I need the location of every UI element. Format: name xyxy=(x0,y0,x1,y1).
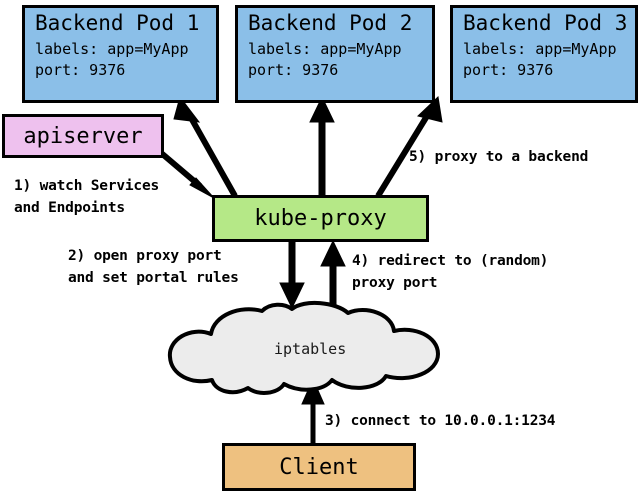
step-3-annotation: 3) connect to 10.0.0.1:1234 xyxy=(325,413,556,429)
backend-pod-1-details: labels: app=MyApp port: 9376 xyxy=(35,39,216,81)
backend-pod-1-labels: labels: app=MyApp xyxy=(35,40,189,58)
backend-pod-3-details: labels: app=MyApp port: 9376 xyxy=(463,39,635,81)
step-1-annotation-line1: 1) watch Services xyxy=(14,178,160,194)
backend-pod-3-port: port: 9376 xyxy=(463,61,554,79)
iptables-label: iptables xyxy=(274,340,347,358)
step-4-annotation-line2: proxy port xyxy=(352,275,438,291)
client-box[interactable]: Client xyxy=(222,443,416,491)
backend-pod-1-box[interactable]: Backend Pod 1 labels: app=MyApp port: 93… xyxy=(22,5,219,103)
backend-pod-1-port: port: 9376 xyxy=(35,61,126,79)
backend-pod-3-box[interactable]: Backend Pod 3 labels: app=MyApp port: 93… xyxy=(450,5,638,103)
arrow-kubeproxy-to-iptables xyxy=(279,242,305,310)
iptables-cloud xyxy=(167,300,440,395)
arrow-kubeproxy-to-pod2 xyxy=(309,95,335,196)
backend-pod-1-title: Backend Pod 1 xyxy=(35,11,200,35)
arrow-kubeproxy-to-pod1 xyxy=(173,95,238,198)
backend-pod-2-labels: labels: app=MyApp xyxy=(248,40,402,58)
arrow-kubeproxy-to-pod3 xyxy=(375,95,443,198)
backend-pod-2-title: Backend Pod 2 xyxy=(248,11,413,35)
step-5-annotation: 5) proxy to a backend xyxy=(409,149,589,165)
apiserver-box[interactable]: apiserver xyxy=(2,114,164,158)
backend-pod-2-box[interactable]: Backend Pod 2 labels: app=MyApp port: 93… xyxy=(235,5,435,103)
backend-pod-2-port: port: 9376 xyxy=(248,61,339,79)
backend-pod-2-details: labels: app=MyApp port: 9376 xyxy=(248,39,432,81)
step-2-annotation-line2: and set portal rules xyxy=(68,270,239,286)
client-label: Client xyxy=(279,454,359,480)
step-1-annotation-line2: and Endpoints xyxy=(14,200,125,216)
arrow-iptables-to-kubeproxy xyxy=(320,239,346,308)
step-4-annotation-line1: 4) redirect to (random) xyxy=(352,253,549,269)
apiserver-label: apiserver xyxy=(23,123,143,149)
kube-proxy-label: kube-proxy xyxy=(254,206,387,231)
step-2-annotation-line1: 2) open proxy port xyxy=(68,248,222,264)
backend-pod-3-title: Backend Pod 3 xyxy=(463,11,628,35)
arrow-apiserver-to-kubeproxy xyxy=(158,149,215,199)
backend-pod-3-labels: labels: app=MyApp xyxy=(463,40,617,58)
kube-proxy-box[interactable]: kube-proxy xyxy=(212,195,429,242)
